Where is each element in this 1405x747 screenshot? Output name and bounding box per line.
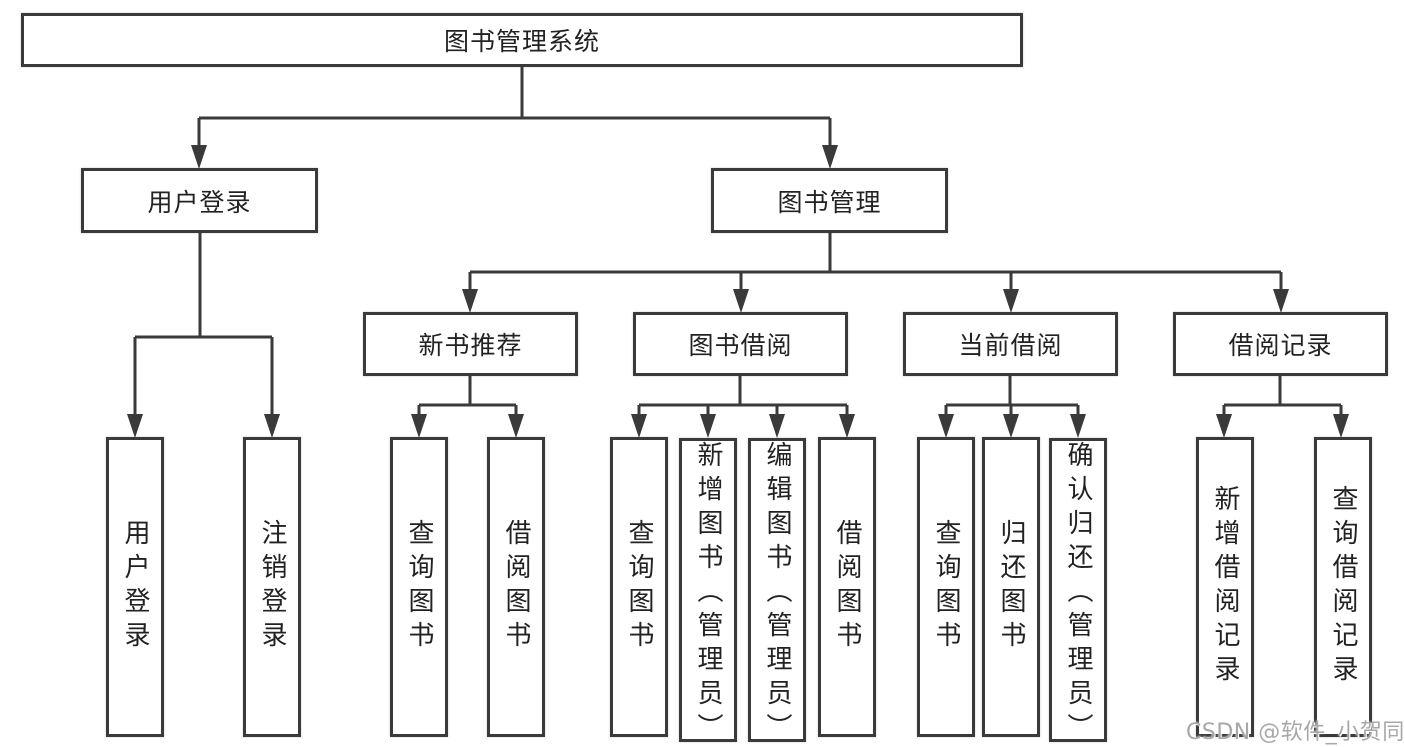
node-label: 图书管理	[777, 187, 882, 217]
node-borrowing-records: 借阅记录	[1173, 312, 1388, 376]
leaf-query-borrow-record: 查询借阅记录	[1314, 437, 1372, 737]
node-label: 图书借阅	[688, 331, 793, 360]
node-label: 查询图书	[624, 519, 654, 655]
node-new-book-recommend: 新书推荐	[363, 312, 578, 376]
leaf-borrow-books: 借阅图书	[818, 437, 876, 737]
node-label: 归还图书	[996, 519, 1026, 655]
leaf-add-books-admin: 新增图书（管理员）	[679, 438, 737, 747]
leaf-edit-books-admin: 编辑图书（管理员）	[748, 438, 806, 747]
node-label: 用户登录	[120, 519, 150, 655]
node-label: 查询图书	[404, 519, 434, 655]
node-label: 当前借阅	[958, 331, 1063, 360]
leaf-add-borrow-record: 新增借阅记录	[1196, 437, 1254, 737]
leaf-query-books-borrowing: 查询图书	[610, 437, 668, 737]
node-label: 图书管理系统	[443, 27, 600, 56]
node-label: 新增借阅记录	[1210, 485, 1240, 689]
leaf-confirm-return-admin: 确认归还（管理员）	[1049, 438, 1107, 747]
node-book-management-branch: 图书管理	[711, 168, 948, 233]
leaf-borrow-books-recommend: 借阅图书	[487, 437, 545, 737]
node-label: 注销登录	[257, 519, 287, 655]
node-label: 查询借阅记录	[1328, 485, 1358, 689]
leaf-logout: 注销登录	[243, 437, 301, 737]
leaf-query-books-recommend: 查询图书	[390, 437, 448, 737]
node-label: 确认归还（管理员）	[1063, 441, 1093, 747]
leaf-query-books-current: 查询图书	[917, 437, 975, 737]
node-label: 借阅图书	[832, 519, 862, 655]
leaf-user-login: 用户登录	[106, 437, 164, 737]
node-label: 借阅图书	[501, 519, 531, 655]
node-root-library-system: 图书管理系统	[21, 13, 1023, 67]
node-label: 用户登录	[147, 187, 252, 217]
node-label: 借阅记录	[1228, 331, 1333, 360]
node-label: 编辑图书（管理员）	[762, 441, 792, 747]
csdn-watermark: CSDN @软件_小贺同学	[1186, 720, 1405, 745]
node-user-login-branch: 用户登录	[81, 168, 318, 233]
leaf-return-books: 归还图书	[982, 437, 1040, 737]
node-label: 新增图书（管理员）	[693, 441, 723, 747]
node-label: 查询图书	[931, 519, 961, 655]
node-book-borrowing: 图书借阅	[633, 312, 848, 376]
node-label: 新书推荐	[418, 331, 523, 360]
node-current-borrowing: 当前借阅	[903, 312, 1118, 376]
